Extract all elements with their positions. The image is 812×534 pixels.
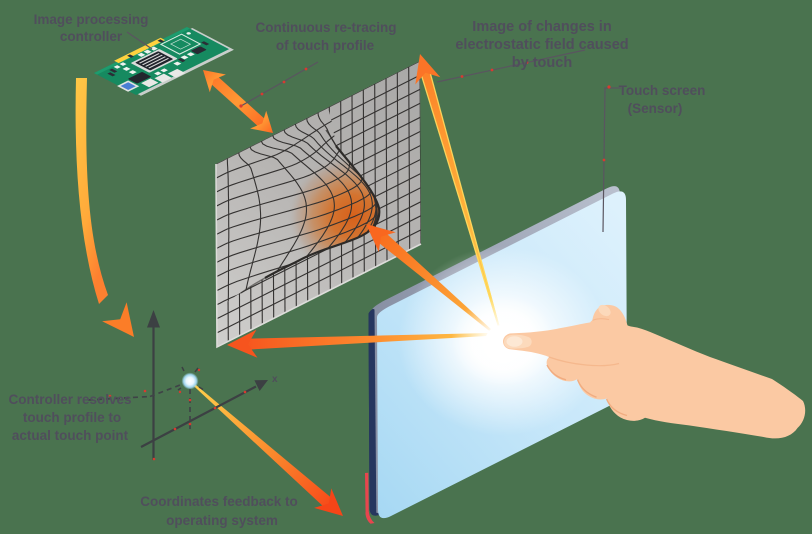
svg-text:operating system: operating system xyxy=(166,513,278,528)
svg-text:touch profile to: touch profile to xyxy=(23,410,121,425)
svg-text:controller: controller xyxy=(60,29,123,44)
svg-text:electrostatic field caused: electrostatic field caused xyxy=(455,37,628,53)
svg-text:Controller resolves: Controller resolves xyxy=(8,392,131,407)
svg-text:x: x xyxy=(272,374,278,385)
svg-text:(Sensor): (Sensor) xyxy=(628,101,683,116)
svg-text:Touch screen: Touch screen xyxy=(619,83,706,98)
svg-text:by touch: by touch xyxy=(512,55,572,71)
svg-text:Image of changes in: Image of changes in xyxy=(472,19,611,35)
svg-text:Image processing: Image processing xyxy=(34,12,149,27)
svg-text:actual touch point: actual touch point xyxy=(12,428,129,443)
svg-text:Coordinates feedback to: Coordinates feedback to xyxy=(140,494,298,509)
svg-text:of touch profile: of touch profile xyxy=(276,38,375,53)
svg-text:Continuous re-tracing: Continuous re-tracing xyxy=(256,20,397,35)
